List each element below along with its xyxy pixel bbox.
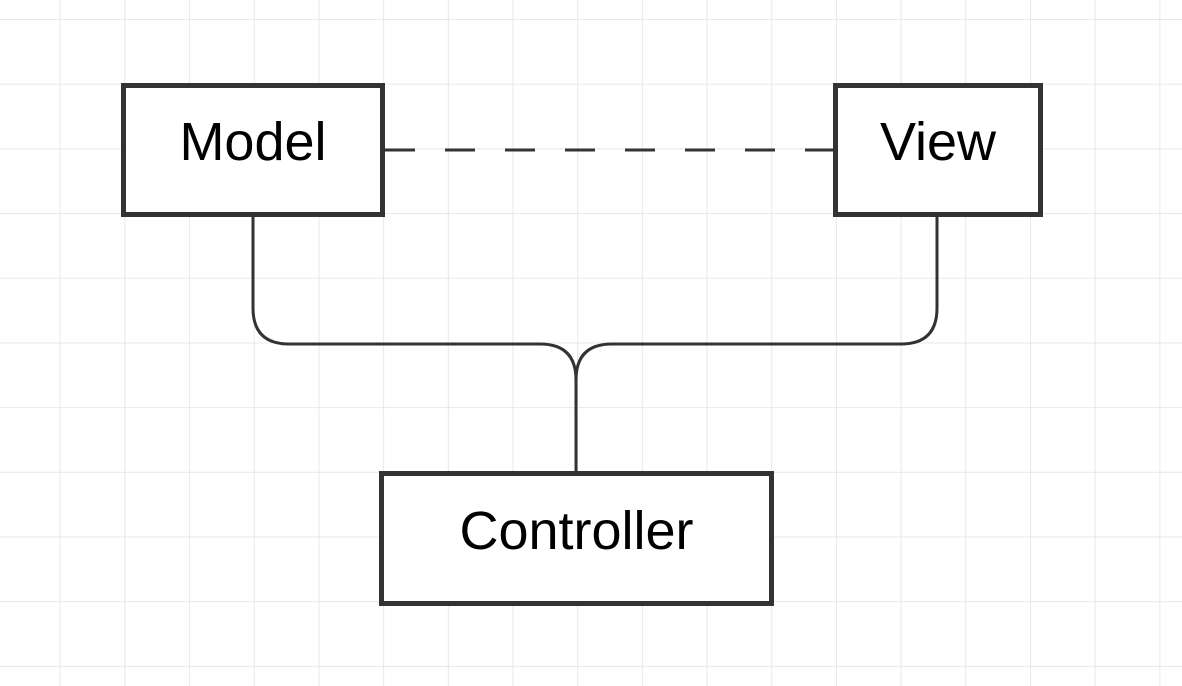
controller-label: Controller [459, 500, 694, 561]
model-label: Model [179, 112, 327, 172]
view-node[interactable]: View [833, 83, 1043, 217]
controller-node[interactable]: Controller [379, 471, 774, 606]
edge-model-controller [251, 217, 578, 471]
edge-view-controller [574, 217, 939, 381]
view-label: View [879, 112, 997, 172]
model-node[interactable]: Model [121, 83, 385, 217]
